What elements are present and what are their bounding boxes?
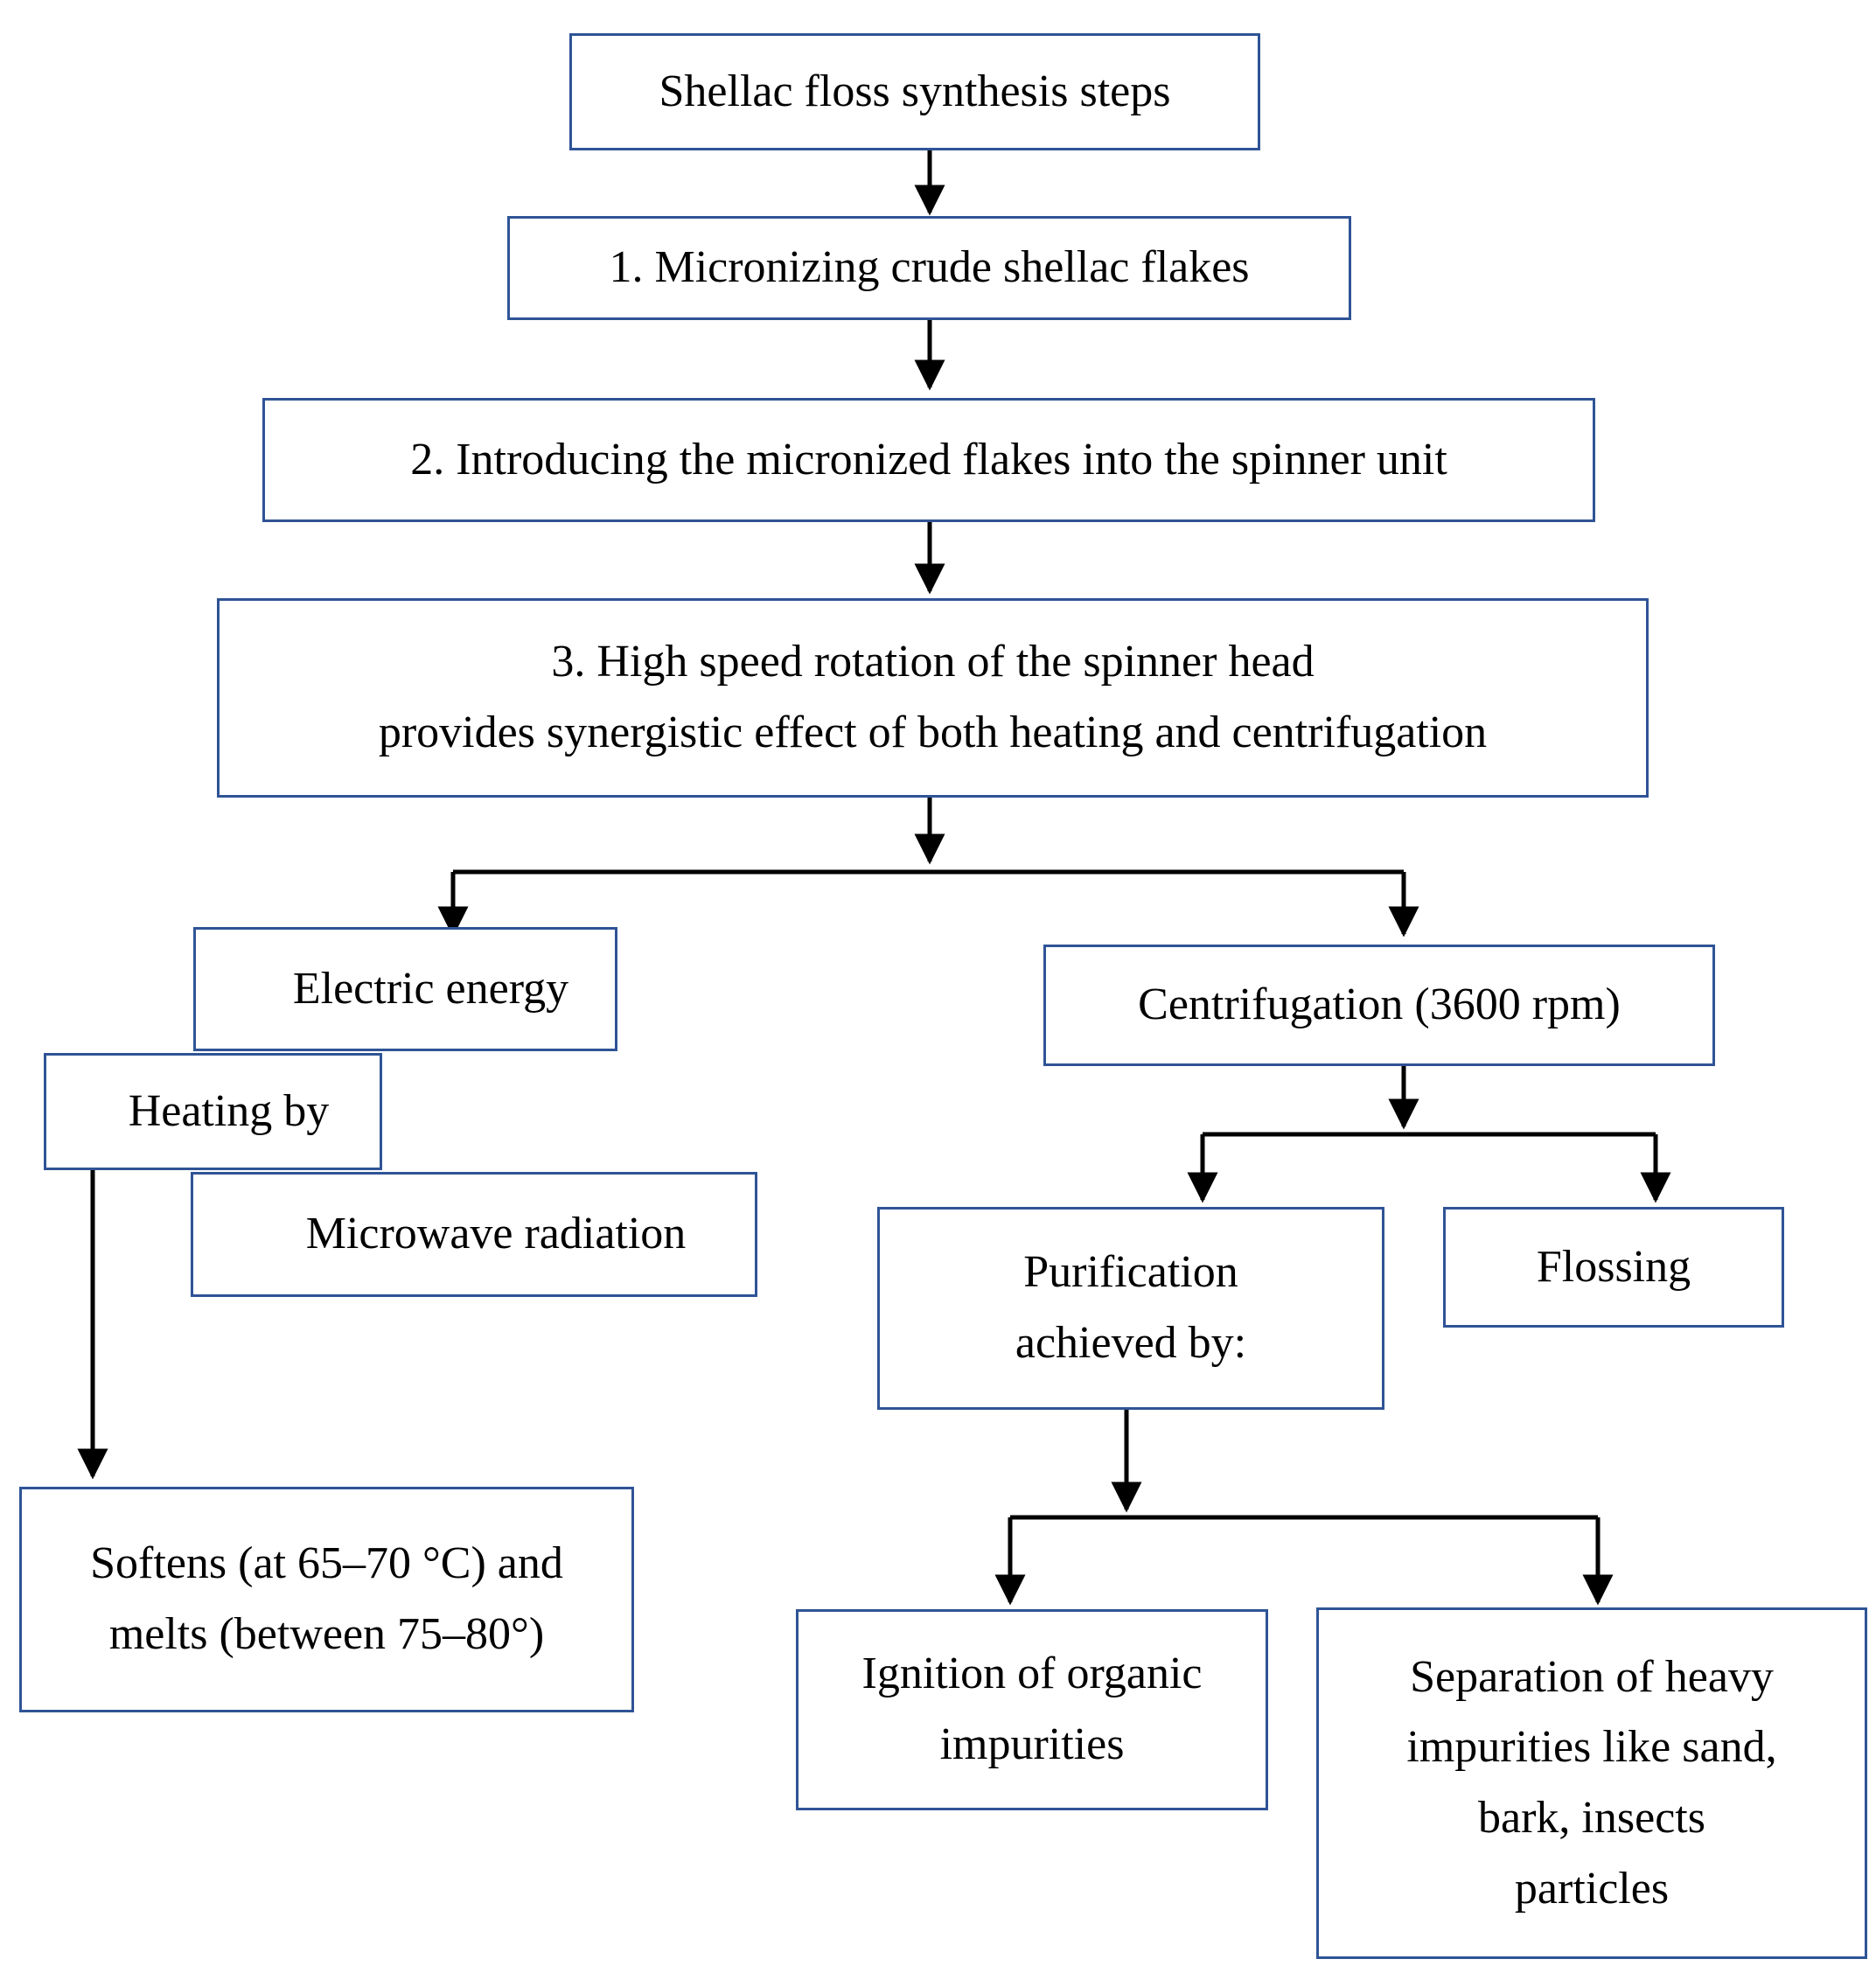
node-step-1-label: 1. Micronizing crude shellac flakes: [609, 242, 1250, 293]
node-ignition-label-line-2: impurities: [939, 1719, 1125, 1769]
node-step-2[interactable]: 2. Introducing the micronized flakes int…: [262, 398, 1595, 522]
node-root[interactable]: Shellac floss synthesis steps: [569, 33, 1260, 150]
node-centrifugation[interactable]: Centrifugation (3600 rpm): [1043, 945, 1715, 1066]
node-step-3-label-line-2: provides synergistic effect of both heat…: [378, 708, 1488, 757]
node-purification-label-line-2: achieved by:: [1015, 1318, 1247, 1368]
node-centrifugation-label: Centrifugation (3600 rpm): [1138, 980, 1621, 1030]
node-electric-energy[interactable]: Electric energy: [193, 927, 617, 1051]
node-softens-melts-label-line-1: Softens (at 65–70 °C) and: [90, 1538, 563, 1589]
node-microwave-radiation[interactable]: Microwave radiation: [191, 1172, 757, 1297]
node-flossing-label: Flossing: [1536, 1241, 1691, 1292]
node-step-1[interactable]: 1. Micronizing crude shellac flakes: [507, 216, 1351, 320]
node-step-3-label-line-1: 3. High speed rotation of the spinner he…: [551, 637, 1315, 687]
node-separation-label-line-4: particles: [1514, 1863, 1670, 1914]
node-root-label: Shellac floss synthesis steps: [659, 66, 1171, 116]
node-separation-label-line-1: Separation of heavy: [1410, 1651, 1774, 1702]
node-ignition-organic-impurities[interactable]: Ignition of organic impurities: [796, 1609, 1268, 1810]
node-step-3[interactable]: 3. High speed rotation of the spinner he…: [217, 598, 1649, 798]
node-ignition-label-line-1: Ignition of organic: [861, 1649, 1203, 1699]
node-separation-label-line-2: impurities like sand,: [1406, 1722, 1777, 1773]
node-heating-by-label: Heating by: [128, 1085, 330, 1136]
node-purification-label-line-1: Purification: [1023, 1247, 1238, 1298]
node-heating-by[interactable]: Heating by: [44, 1053, 382, 1170]
node-purification[interactable]: Purification achieved by:: [877, 1207, 1384, 1410]
node-flossing[interactable]: Flossing: [1443, 1207, 1784, 1328]
node-softens-melts-label-line-2: melts (between 75–80°): [108, 1609, 545, 1659]
node-microwave-radiation-label: Microwave radiation: [305, 1209, 687, 1259]
node-step-2-label: 2. Introducing the micronized flakes int…: [410, 434, 1447, 485]
node-separation-heavy-impurities[interactable]: Separation of heavy impurities like sand…: [1316, 1607, 1867, 1959]
node-separation-label-line-3: bark, insects: [1478, 1793, 1705, 1843]
node-softens-melts[interactable]: Softens (at 65–70 °C) and melts (between…: [19, 1487, 634, 1712]
node-electric-energy-label: Electric energy: [292, 963, 569, 1014]
